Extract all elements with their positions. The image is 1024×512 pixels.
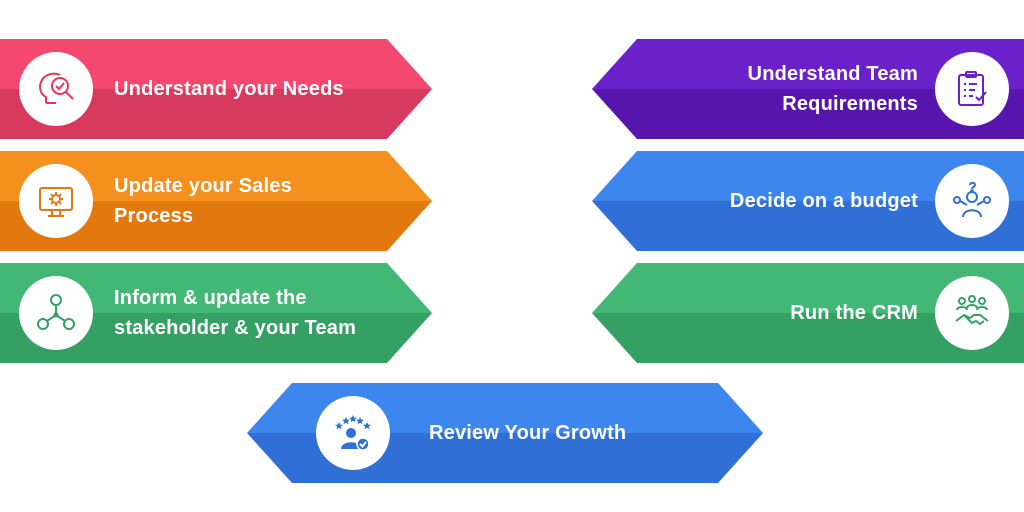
person-decision-icon [935, 164, 1009, 238]
arrow-shape [0, 39, 432, 139]
step-run-crm: Run the CRM [592, 263, 1024, 363]
head-magnifier-icon [19, 52, 93, 126]
step-team-requirements: Understand Team Requirements [592, 39, 1024, 139]
step-decide-budget: Decide on a budget [592, 151, 1024, 251]
handshake-team-icon [935, 276, 1009, 350]
arrow-shape [592, 151, 1024, 251]
step-label: Review Your Growth [429, 422, 627, 444]
step-label: Run the CRM [790, 302, 918, 324]
step-label: Update your Sales Process [114, 175, 292, 227]
person-stars-icon [316, 396, 390, 470]
step-label: Decide on a budget [729, 190, 918, 212]
step-update-sales: Update your Sales Process [0, 151, 432, 251]
arrow-shape [592, 39, 1024, 139]
step-label: Understand Team Requirements [747, 63, 918, 115]
step-label: Inform & update the stakeholder & your T… [114, 287, 357, 339]
step-review-growth: Review Your Growth [247, 383, 763, 483]
step-label: Understand your Needs [114, 78, 344, 100]
monitor-gear-icon [19, 164, 93, 238]
step-inform-team: Inform & update the stakeholder & your T… [0, 263, 432, 363]
arrow-shape [0, 263, 432, 363]
clipboard-checklist-icon [935, 52, 1009, 126]
arrow-shape [592, 263, 1024, 363]
step-understand-needs: Understand your Needs [0, 39, 432, 139]
arrow-shape [0, 151, 432, 251]
team-network-icon [19, 276, 93, 350]
